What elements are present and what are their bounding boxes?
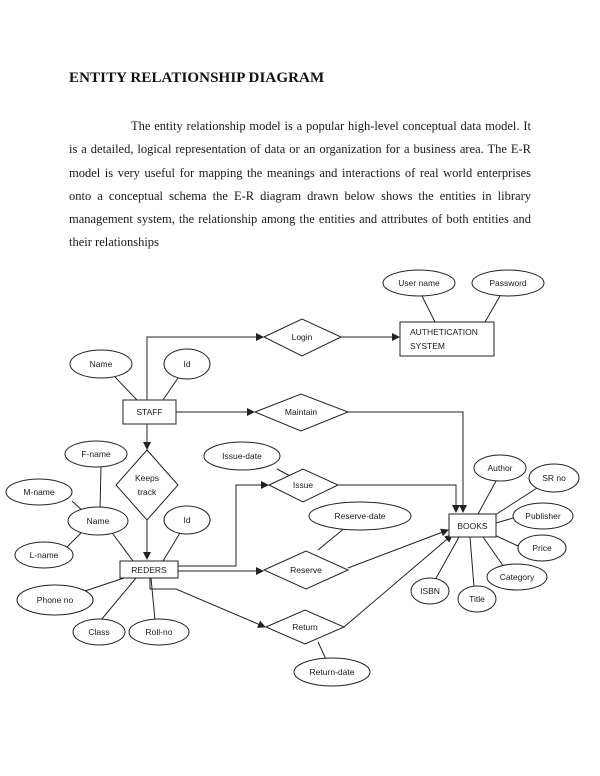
link-books-title	[469, 536, 475, 588]
svg-text:Return: Return	[292, 622, 318, 632]
relationship-login: Login	[262, 318, 343, 357]
relationship-keeps-track: Keeps track	[115, 449, 179, 521]
relationship-issue: Issue	[267, 468, 340, 503]
svg-text:SYSTEM: SYSTEM	[410, 341, 445, 351]
link-readers-id	[162, 532, 181, 562]
link-readers-phone	[81, 577, 125, 593]
svg-text:Issue-date: Issue-date	[222, 451, 262, 461]
relationship-return: Return	[264, 609, 346, 645]
svg-text:Password: Password	[489, 278, 527, 288]
connector-lines	[65, 295, 538, 671]
attribute-f-name: F-name	[64, 440, 128, 468]
attribute-reader-id: Id	[163, 505, 211, 535]
attribute-isbn: ISBN	[410, 577, 450, 605]
svg-text:User name: User name	[398, 278, 440, 288]
link-readers-class	[100, 577, 137, 621]
entity-authentication-system: AUTHETICATION SYSTEM	[399, 321, 495, 357]
link-fname-name	[99, 466, 102, 511]
attribute-reserve-date: Reserve-date	[308, 501, 412, 531]
svg-text:STAFF: STAFF	[136, 407, 162, 417]
readers-to-return-line	[149, 578, 266, 628]
attribute-reader-name: Name	[67, 506, 129, 536]
link-auth-password	[484, 295, 501, 323]
issue-to-books-line	[338, 484, 460, 513]
svg-text:Issue: Issue	[293, 480, 314, 490]
svg-text:Roll-no: Roll-no	[146, 627, 173, 637]
link-readers-rollno	[150, 577, 156, 621]
attribute-price: Price	[517, 534, 567, 562]
svg-text:Price: Price	[532, 543, 552, 553]
link-books-srno	[491, 487, 538, 518]
attribute-m-name: M-name	[5, 478, 73, 506]
svg-text:track: track	[138, 487, 157, 497]
link-staff-id	[162, 377, 179, 401]
attribute-return-date: Return-date	[293, 657, 371, 687]
link-reserve-date	[317, 526, 347, 551]
svg-text:SR no: SR no	[542, 473, 566, 483]
svg-text:Id: Id	[183, 359, 190, 369]
attribute-phone-no: Phone no	[16, 584, 94, 616]
link-books-publisher	[495, 517, 514, 524]
link-books-category	[482, 536, 507, 571]
intro-paragraph: The entity relationship model is a popul…	[69, 119, 531, 250]
svg-text:Id: Id	[183, 515, 190, 525]
attribute-publisher: Publisher	[512, 502, 574, 530]
svg-text:Class: Class	[88, 627, 109, 637]
attribute-password: Password	[471, 269, 545, 297]
svg-text:BOOKS: BOOKS	[457, 521, 488, 531]
svg-text:Name: Name	[87, 516, 110, 526]
attribute-sr-no: SR no	[528, 463, 580, 493]
readers-to-issue-line	[178, 481, 269, 567]
link-readers-name	[109, 529, 134, 562]
svg-text:Publisher: Publisher	[525, 511, 561, 521]
attribute-category: Category	[486, 563, 548, 591]
relationship-maintain: Maintain	[253, 393, 350, 432]
reserve-to-books-line	[347, 528, 449, 569]
link-books-author	[477, 480, 497, 515]
svg-text:Maintain: Maintain	[285, 407, 317, 417]
svg-text:Author: Author	[487, 463, 512, 473]
svg-text:Login: Login	[292, 332, 313, 342]
return-to-books-line	[343, 534, 453, 628]
attribute-user-name: User name	[382, 269, 456, 297]
attribute-roll-no: Roll-no	[128, 618, 190, 646]
maintain-to-books-line	[348, 411, 467, 513]
svg-text:Name: Name	[90, 359, 113, 369]
svg-text:Category: Category	[500, 572, 535, 582]
page-heading: ENTITY RELATIONSHIP DIAGRAM	[69, 70, 325, 86]
attribute-title: Title	[457, 585, 497, 613]
attribute-author: Author	[473, 454, 527, 482]
attribute-staff-name: Name	[69, 349, 133, 379]
svg-text:L-name: L-name	[30, 550, 59, 560]
attribute-issue-date: Issue-date	[203, 441, 281, 471]
staff-to-login-line	[146, 333, 264, 400]
svg-text:Keeps: Keeps	[135, 473, 159, 483]
svg-text:Reserve: Reserve	[290, 565, 322, 575]
entity-books: BOOKS	[448, 513, 497, 538]
svg-text:Reserve-date: Reserve-date	[334, 511, 385, 521]
attribute-class: Class	[72, 618, 126, 646]
svg-text:F-name: F-name	[81, 449, 111, 459]
entity-readers: REDERS	[119, 560, 179, 579]
svg-text:REDERS: REDERS	[131, 565, 167, 575]
svg-text:Return-date: Return-date	[310, 667, 355, 677]
link-books-isbn	[434, 536, 460, 581]
svg-text:Title: Title	[469, 594, 485, 604]
svg-text:AUTHETICATION: AUTHETICATION	[410, 327, 478, 337]
link-auth-username	[421, 295, 436, 323]
svg-text:ISBN: ISBN	[420, 586, 440, 596]
link-staff-name	[114, 376, 138, 401]
entity-staff: STAFF	[122, 399, 177, 425]
svg-text:M-name: M-name	[23, 487, 54, 497]
svg-text:Phone no: Phone no	[37, 595, 74, 605]
relationship-reserve: Reserve	[262, 550, 350, 590]
attribute-l-name: L-name	[14, 541, 74, 569]
attribute-staff-id: Id	[163, 348, 211, 380]
